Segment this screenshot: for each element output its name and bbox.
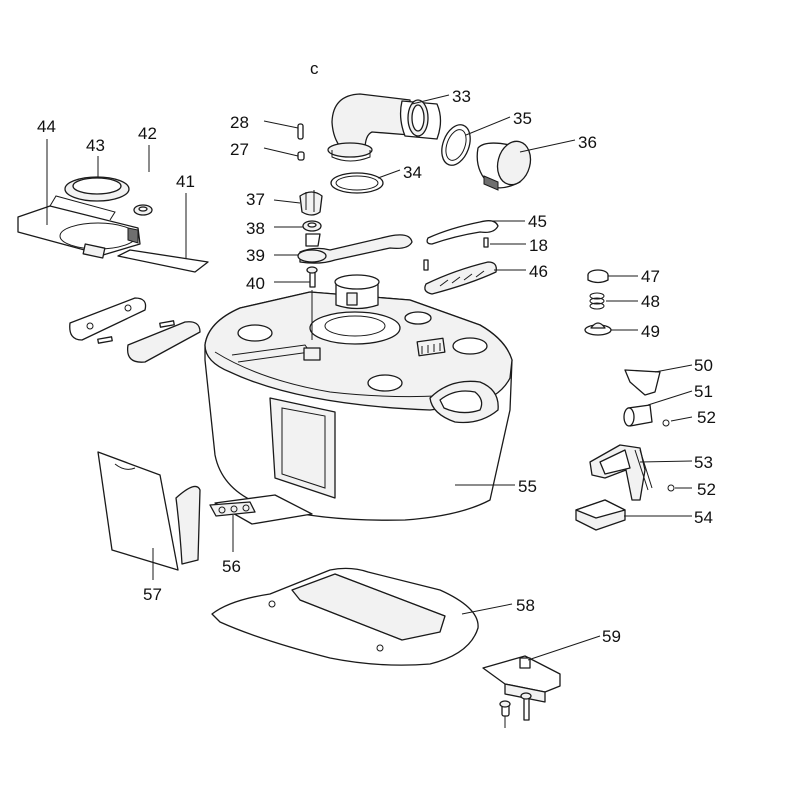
pin-lower-drawing: 27 xyxy=(230,140,305,161)
callout-41: 41 xyxy=(176,172,195,191)
callout-58: 58 xyxy=(516,596,535,615)
callout-49: 49 xyxy=(641,322,660,341)
elbow-o-ring-drawing: 34 xyxy=(330,163,422,194)
callout-56: 56 xyxy=(222,557,241,576)
holding-tank-drawing: 55 xyxy=(204,274,537,521)
outlet-cap-drawing: 36 xyxy=(476,133,597,191)
valve-seal-ring-drawing: 43 xyxy=(64,136,130,202)
knob-drawing: 37 xyxy=(246,190,323,216)
callout-36: 36 xyxy=(578,133,597,152)
callout-28: 28 xyxy=(230,113,249,132)
latch-tab-drawing: 50 xyxy=(624,356,713,396)
valve-blade-drawing: 41 xyxy=(117,172,209,273)
callout-53: 53 xyxy=(694,453,713,472)
callout-27: 27 xyxy=(230,140,249,159)
callout-39: 39 xyxy=(246,246,265,265)
stray-mark-label: c xyxy=(310,59,319,78)
callout-55: 55 xyxy=(518,477,537,496)
pin-upper-drawing: 28 xyxy=(230,113,304,140)
hinge-bar-drawing: 46 xyxy=(423,259,548,295)
callout-33: 33 xyxy=(452,87,471,106)
tank-clip-drawing: 56 xyxy=(209,494,313,576)
plunger-seal-drawing: 49 xyxy=(584,322,660,341)
callout-52b: 52 xyxy=(697,480,716,499)
callout-40: 40 xyxy=(246,274,265,293)
callout-18: 18 xyxy=(529,236,548,255)
callout-45: 45 xyxy=(528,212,547,231)
lever-screw-drawing: 40 xyxy=(246,266,318,340)
callout-51: 51 xyxy=(694,382,713,401)
callout-52a: 52 xyxy=(697,408,716,427)
small-nut-drawing: 42 xyxy=(133,124,157,216)
callout-44: 44 xyxy=(37,117,56,136)
callout-59: 59 xyxy=(602,627,621,646)
latch-housing-drawing: 53 xyxy=(589,444,713,501)
callout-47: 47 xyxy=(641,267,660,286)
callout-48: 48 xyxy=(641,292,660,311)
washer-drawing: 38 xyxy=(246,219,322,238)
callout-43: 43 xyxy=(86,136,105,155)
callout-54: 54 xyxy=(694,508,713,527)
callout-38: 38 xyxy=(246,219,265,238)
hinge-cover-drawing: 45 xyxy=(426,212,547,245)
spring-drawing: 48 xyxy=(589,292,660,311)
callout-42: 42 xyxy=(138,124,157,143)
callout-50: 50 xyxy=(694,356,713,375)
small-screw-drawing: 18 xyxy=(483,236,548,255)
tank-lever-plates-drawing xyxy=(69,297,201,363)
latch-roller-drawing: 51 xyxy=(623,382,713,427)
latch-block-drawing: 54 xyxy=(575,499,713,531)
callout-46: 46 xyxy=(529,262,548,281)
callout-35: 35 xyxy=(513,109,532,128)
valve-lever-drawing: 39 xyxy=(246,233,413,265)
retaining-clip-upper-drawing: 52 xyxy=(662,408,716,427)
valve-slide-frame-drawing: 44 xyxy=(17,117,141,259)
retaining-clip-lower-drawing: 52 xyxy=(667,480,716,499)
callout-34: 34 xyxy=(403,163,422,182)
elbow-pipe-drawing: 33 xyxy=(327,87,471,162)
base-plate-drawing: 58 xyxy=(211,567,535,666)
callout-57: 57 xyxy=(143,585,162,604)
plunger-cap-drawing: 47 xyxy=(587,267,660,286)
seal-ring-outlet-drawing: 35 xyxy=(441,109,532,166)
level-indicator-window-drawing: 57 xyxy=(97,451,201,604)
callout-37: 37 xyxy=(246,190,265,209)
mounting-bracket-drawing: 59 xyxy=(482,627,621,728)
